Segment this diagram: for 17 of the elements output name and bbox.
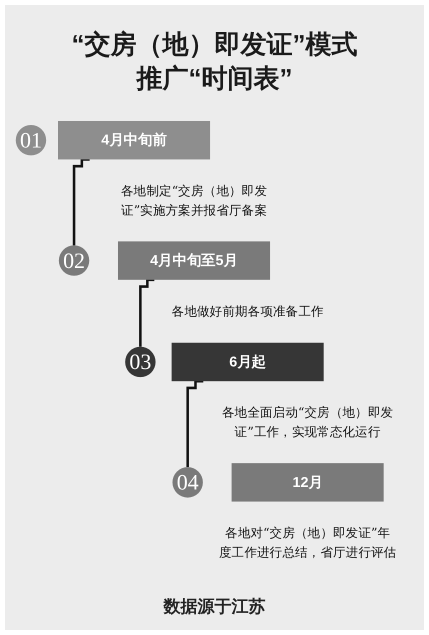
node-label: 各地全面启动“交房（地）即发证”工作，实现常态化运行 bbox=[222, 404, 394, 440]
node-label: 各地制定“交房（地）即发证”实施方案并报省厅备案 bbox=[121, 183, 267, 218]
node-circle: 04 bbox=[172, 467, 203, 498]
node-label: 各地对“交房（地）即发证”年度工作进行总结，省厅进行评估 bbox=[218, 525, 396, 560]
node-circle: 02 bbox=[58, 245, 90, 276]
node-box: 4月中旬至5月 bbox=[118, 241, 270, 280]
source-note: 数据源于江苏 bbox=[164, 596, 266, 618]
connector bbox=[139, 278, 154, 348]
connector bbox=[186, 380, 204, 468]
node-box: 12月 bbox=[232, 463, 384, 502]
title: “交房（地）即发证”模式推广“时间表” bbox=[70, 28, 358, 95]
node-box: 4月中旬前 bbox=[58, 121, 210, 160]
node-circle: 01 bbox=[16, 125, 46, 156]
connector bbox=[72, 158, 90, 247]
node-label: 各地做好前期各项准备工作 bbox=[172, 303, 324, 319]
node-box: 6月起 bbox=[172, 342, 324, 382]
node-circle: 03 bbox=[125, 346, 156, 378]
